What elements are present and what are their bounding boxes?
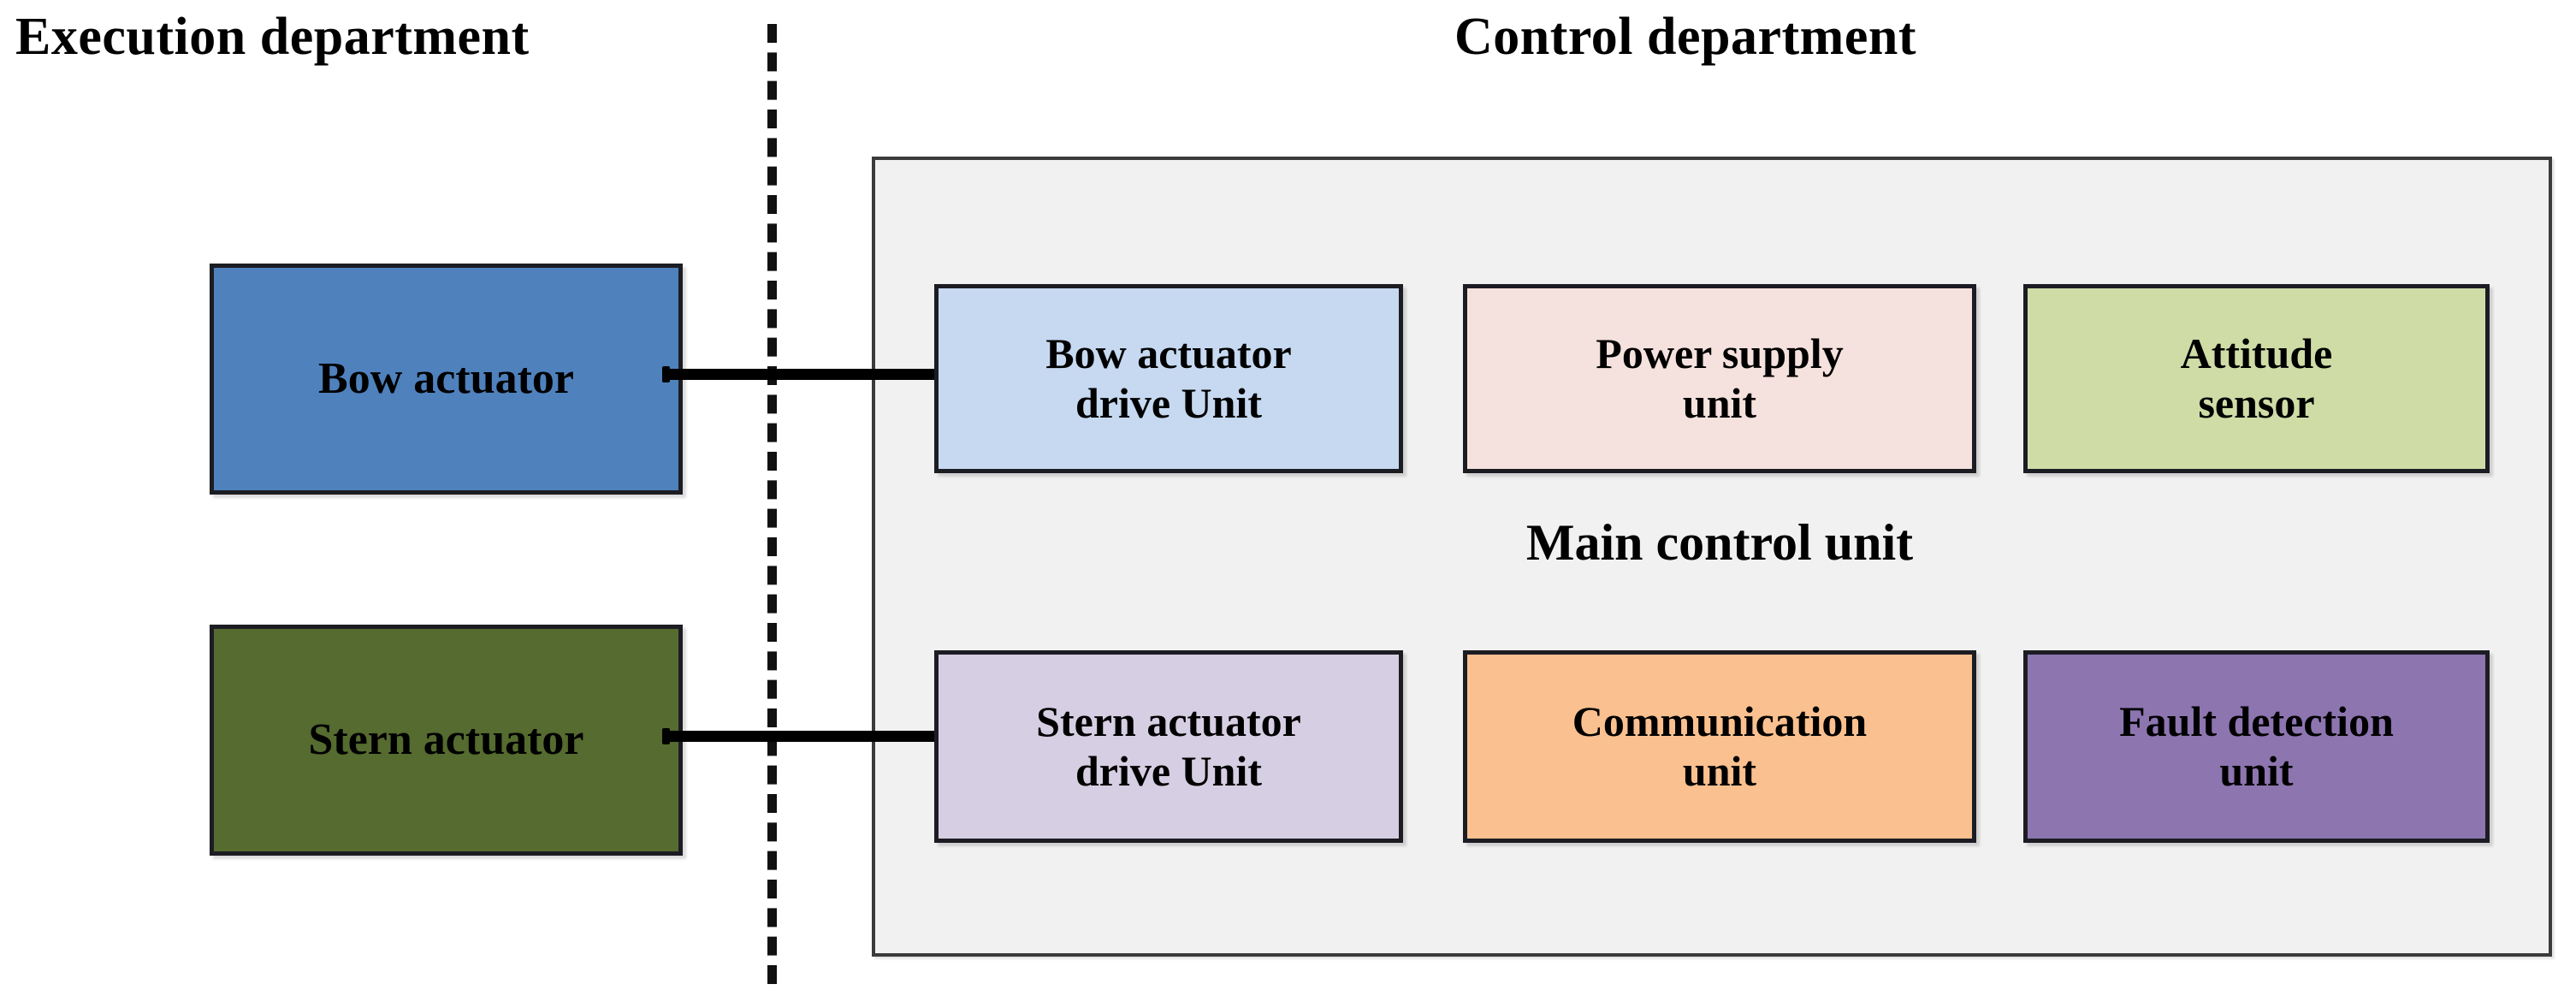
line-1: Attitude: [2180, 329, 2333, 377]
line-1: Fault detection: [2119, 697, 2394, 745]
block-power-supply-unit-label: Power supply unit: [1587, 329, 1851, 428]
block-bow-actuator-drive-unit[interactable]: Bow actuator drive Unit: [934, 284, 1403, 473]
block-fault-detection-unit[interactable]: Fault detection unit: [2023, 650, 2490, 843]
department-divider-dashed-line: [767, 24, 777, 984]
block-stern-actuator-drive-unit[interactable]: Stern actuator drive Unit: [934, 650, 1403, 843]
line-2: drive Unit: [1075, 746, 1263, 795]
block-bow-actuator-label: Bow actuator: [318, 354, 574, 404]
block-fault-detection-unit-label: Fault detection unit: [2111, 697, 2402, 796]
block-communication-unit-label: Communication unit: [1564, 697, 1875, 796]
connector-stern-actuator-to-drive-unit: [662, 728, 947, 744]
line-1: Bow actuator: [1045, 329, 1292, 377]
block-attitude-sensor[interactable]: Attitude sensor: [2023, 284, 2490, 473]
block-stern-actuator-label: Stern actuator: [308, 715, 584, 765]
line-1: Communication: [1572, 697, 1868, 745]
line-1: Power supply: [1596, 329, 1844, 377]
line-2: unit: [2219, 746, 2294, 795]
block-stern-actuator-drive-unit-label: Stern actuator drive Unit: [1027, 697, 1310, 796]
block-power-supply-unit[interactable]: Power supply unit: [1463, 284, 1976, 473]
line-2: unit: [1682, 378, 1757, 427]
block-attitude-sensor-label: Attitude sensor: [2172, 329, 2342, 428]
control-department-title: Control department: [1454, 8, 1916, 66]
block-stern-actuator[interactable]: Stern actuator: [210, 625, 683, 856]
connector-bow-actuator-to-drive-unit: [662, 366, 947, 382]
block-communication-unit[interactable]: Communication unit: [1463, 650, 1976, 843]
line-2: sensor: [2198, 378, 2315, 427]
line-2: drive Unit: [1075, 378, 1263, 427]
block-bow-actuator[interactable]: Bow actuator: [210, 264, 683, 495]
main-control-unit-label: Main control unit: [1525, 514, 1914, 571]
line-1: Stern actuator: [1036, 697, 1301, 745]
block-bow-actuator-drive-unit-label: Bow actuator drive Unit: [1037, 329, 1300, 428]
execution-department-title: Execution department: [15, 8, 530, 66]
line-2: unit: [1682, 746, 1757, 795]
